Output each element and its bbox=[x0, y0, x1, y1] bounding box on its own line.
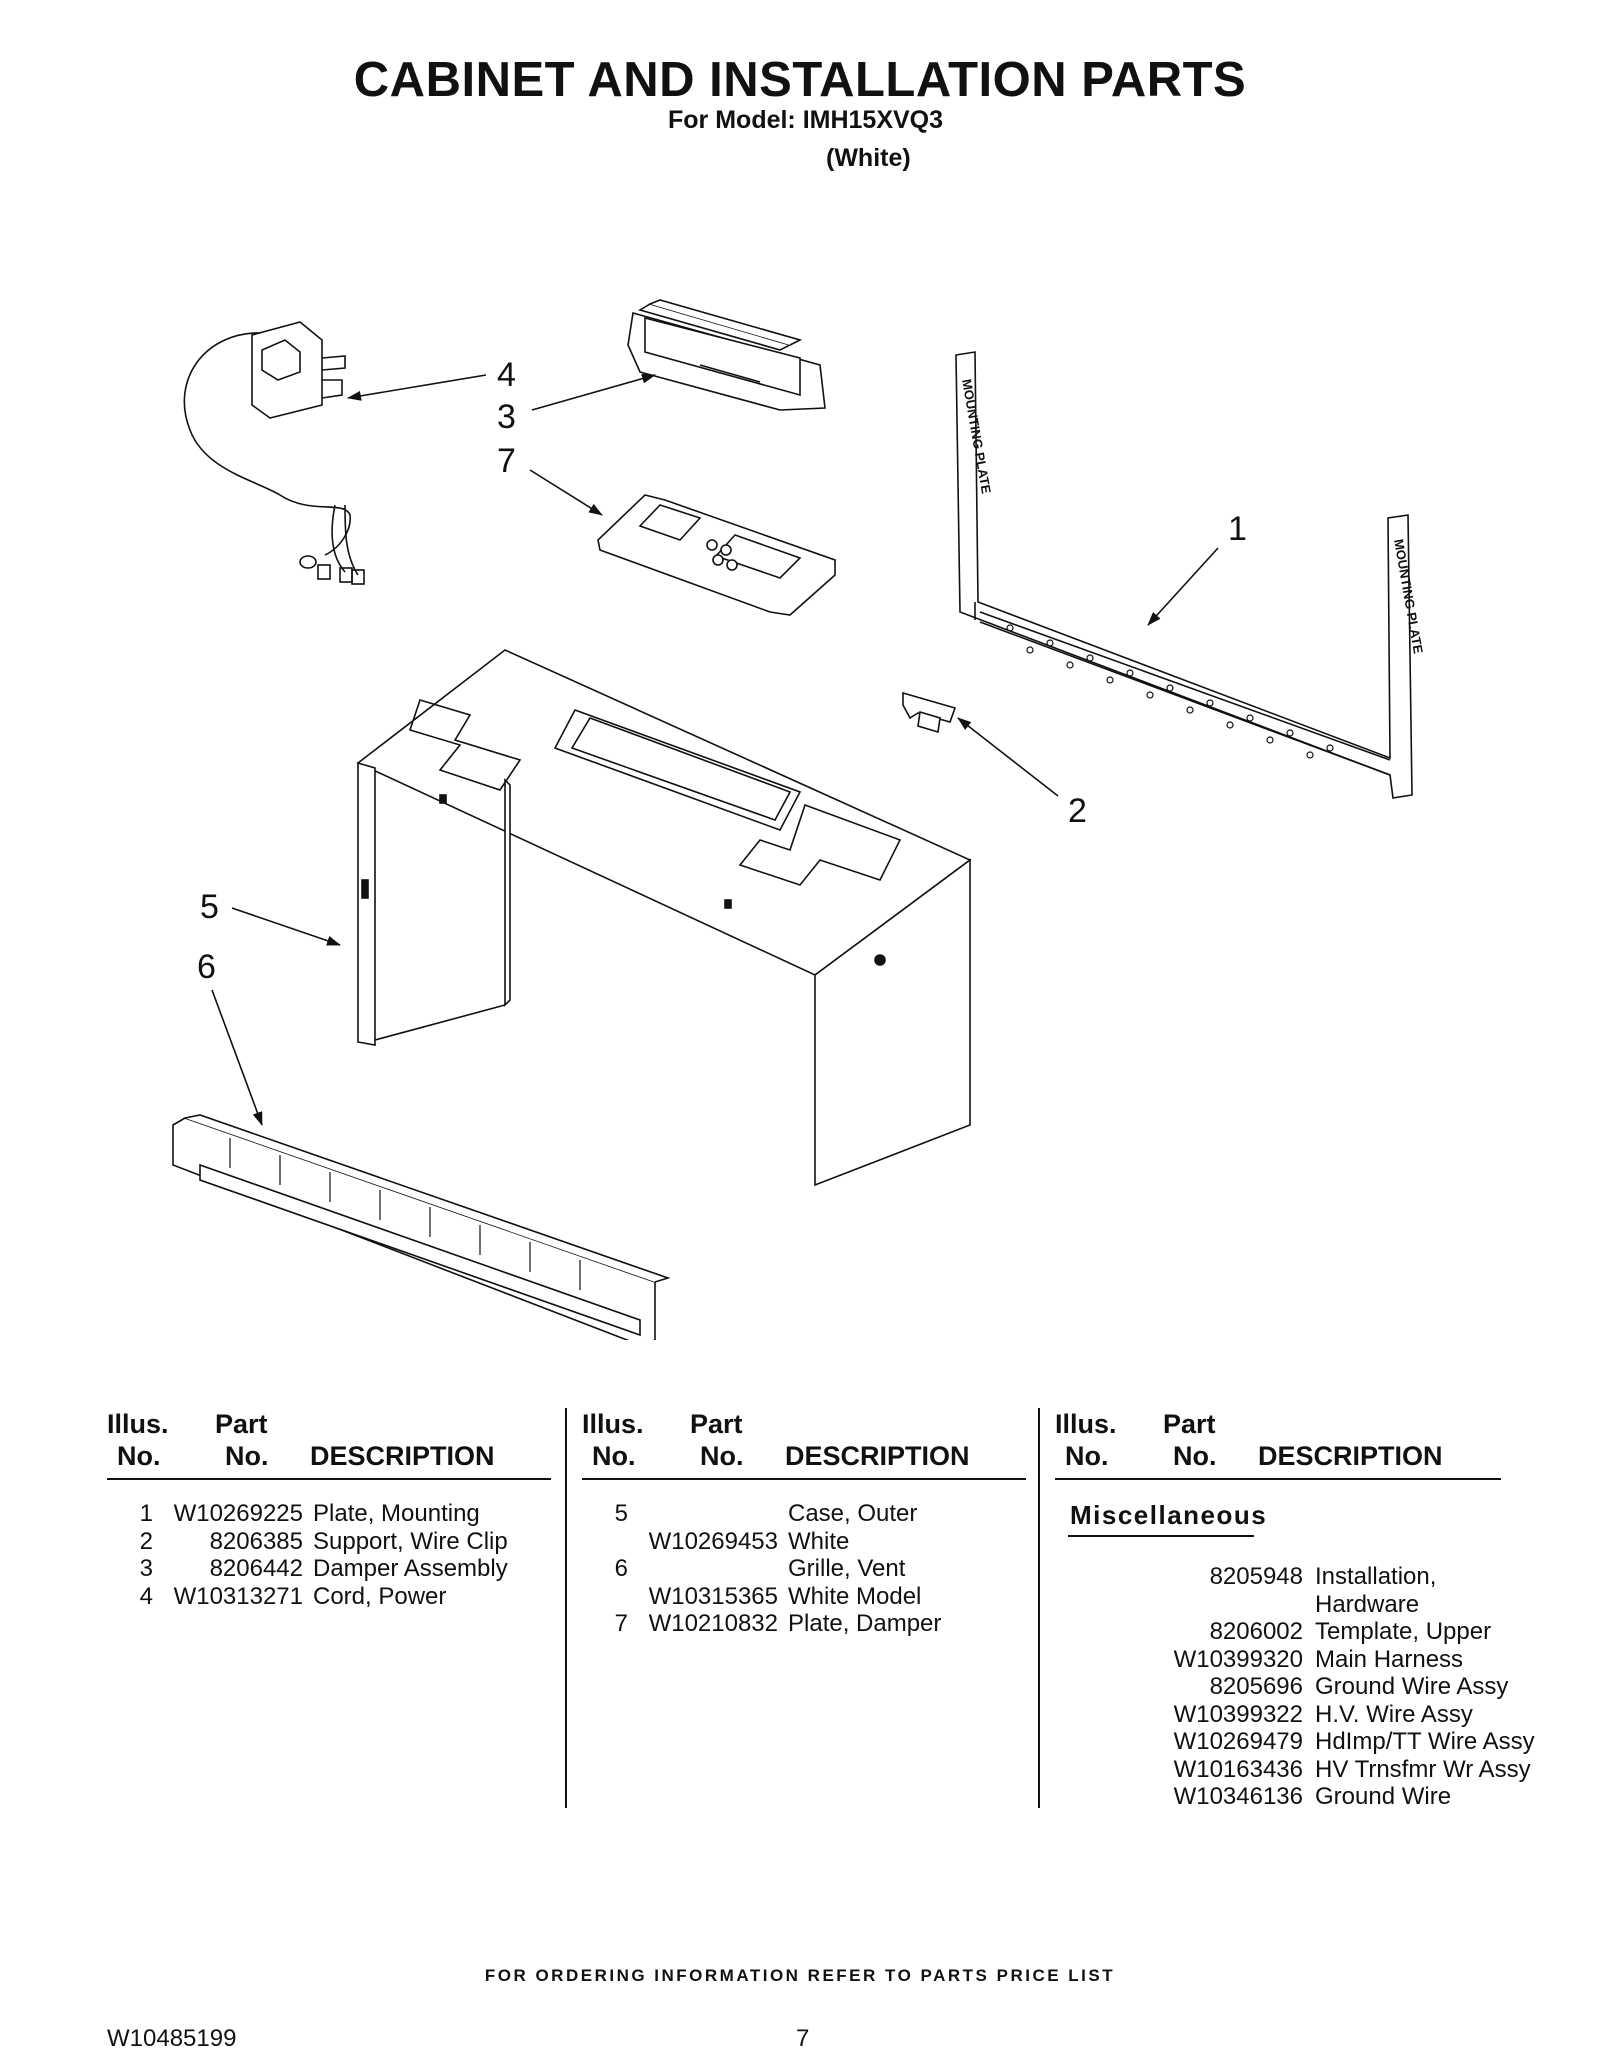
column-divider-1 bbox=[565, 1408, 567, 1808]
table-row: 2 8206385 Support, Wire Clip bbox=[139, 1527, 508, 1555]
table-row: 8205696 Ground Wire Assy bbox=[1209, 1673, 1509, 1700]
exploded-parts-diagram: MOUNTING PLATE MOUNTING PLATE bbox=[172, 299, 1426, 1340]
wire-clip-support-part bbox=[902, 691, 957, 734]
col3-header-rule bbox=[1055, 1478, 1501, 1480]
table-row: W10346136 Ground Wire bbox=[1173, 1783, 1452, 1810]
vent-grille-part bbox=[172, 1114, 671, 1340]
table-row: 8205948 Installation, bbox=[1209, 1563, 1437, 1590]
col1-illus-header: Illus.No. bbox=[107, 1409, 169, 1471]
power-cord-part bbox=[183, 321, 365, 585]
table-row: W10269453 White bbox=[648, 1527, 850, 1555]
page-number: 7 bbox=[796, 2025, 810, 2052]
damper-assembly-part bbox=[627, 299, 826, 411]
ordering-note: FOR ORDERING INFORMATION REFER TO PARTS … bbox=[484, 1966, 1116, 1985]
table-row: 5 Case, Outer bbox=[614, 1500, 918, 1527]
col3-description-header: DESCRIPTION bbox=[1258, 1441, 1443, 1471]
table-row: 7 W10210832 Plate, Damper bbox=[614, 1610, 942, 1637]
model-line: For Model: IMH15XVQ3 bbox=[668, 106, 944, 134]
callout-1: 1 bbox=[1228, 510, 1247, 548]
col2-header-rule bbox=[582, 1478, 1026, 1480]
col3-illus-header: Illus.No. bbox=[1055, 1409, 1117, 1471]
table-row: W10163436 HV Trnsfmr Wr Assy bbox=[1173, 1755, 1531, 1783]
table-row: 3 8206442 Damper Assembly bbox=[139, 1555, 508, 1582]
callout-2: 2 bbox=[1068, 792, 1087, 830]
callout-4: 4 bbox=[497, 356, 516, 394]
table-row: 4 W10313271 Cord, Power bbox=[139, 1582, 447, 1610]
damper-plate-part bbox=[597, 494, 836, 616]
table-row: 8206002 Template, Upper bbox=[1209, 1618, 1492, 1645]
callout-labels: 1 2 3 4 5 6 7 bbox=[197, 356, 1247, 986]
callout-6: 6 bbox=[197, 948, 216, 986]
callout-3: 3 bbox=[497, 398, 516, 436]
table-row: 1 W10269225 Plate, Mounting bbox=[139, 1500, 480, 1527]
callout-5: 5 bbox=[200, 888, 219, 926]
model-variant: (White) bbox=[826, 144, 911, 172]
table-row: 6 Grille, Vent bbox=[614, 1555, 906, 1582]
parts-table-col1: 1 W10269225 Plate, Mounting 2 8206385 Su… bbox=[107, 1500, 547, 1610]
callout-7: 7 bbox=[497, 442, 516, 480]
col2-illus-header: Illus.No. bbox=[582, 1409, 644, 1471]
table-row: W10399320 Main Harness bbox=[1173, 1645, 1464, 1673]
col1-description-header: DESCRIPTION bbox=[310, 1441, 495, 1471]
parts-table-col3: 8205948 Installation, Hardware 8206002 T… bbox=[1055, 1563, 1535, 1811]
document-number: W10485199 bbox=[107, 2025, 237, 2052]
parts-table-col2: 5 Case, Outer W10269453 White 6 Grille, … bbox=[582, 1500, 1022, 1638]
col2-description-header: DESCRIPTION bbox=[785, 1441, 970, 1471]
page-title: CABINET AND INSTALLATION PARTS bbox=[353, 53, 1247, 107]
table-row: Hardware bbox=[1315, 1590, 1420, 1618]
mounting-plate-part: MOUNTING PLATE MOUNTING PLATE bbox=[955, 351, 1426, 799]
table-row: W10315365 White Model bbox=[648, 1582, 922, 1610]
leader-arrows bbox=[211, 373, 1219, 1126]
table-row: W10269479 HdImp/TT Wire Assy bbox=[1173, 1728, 1535, 1755]
miscellaneous-rule bbox=[1068, 1535, 1254, 1537]
outer-case-part bbox=[356, 649, 972, 1187]
table-row: W10399322 H.V. Wire Assy bbox=[1173, 1700, 1473, 1728]
miscellaneous-heading: Miscellaneous bbox=[1070, 1500, 1268, 1530]
col1-header-rule bbox=[107, 1478, 551, 1480]
column-divider-2 bbox=[1038, 1408, 1040, 1808]
